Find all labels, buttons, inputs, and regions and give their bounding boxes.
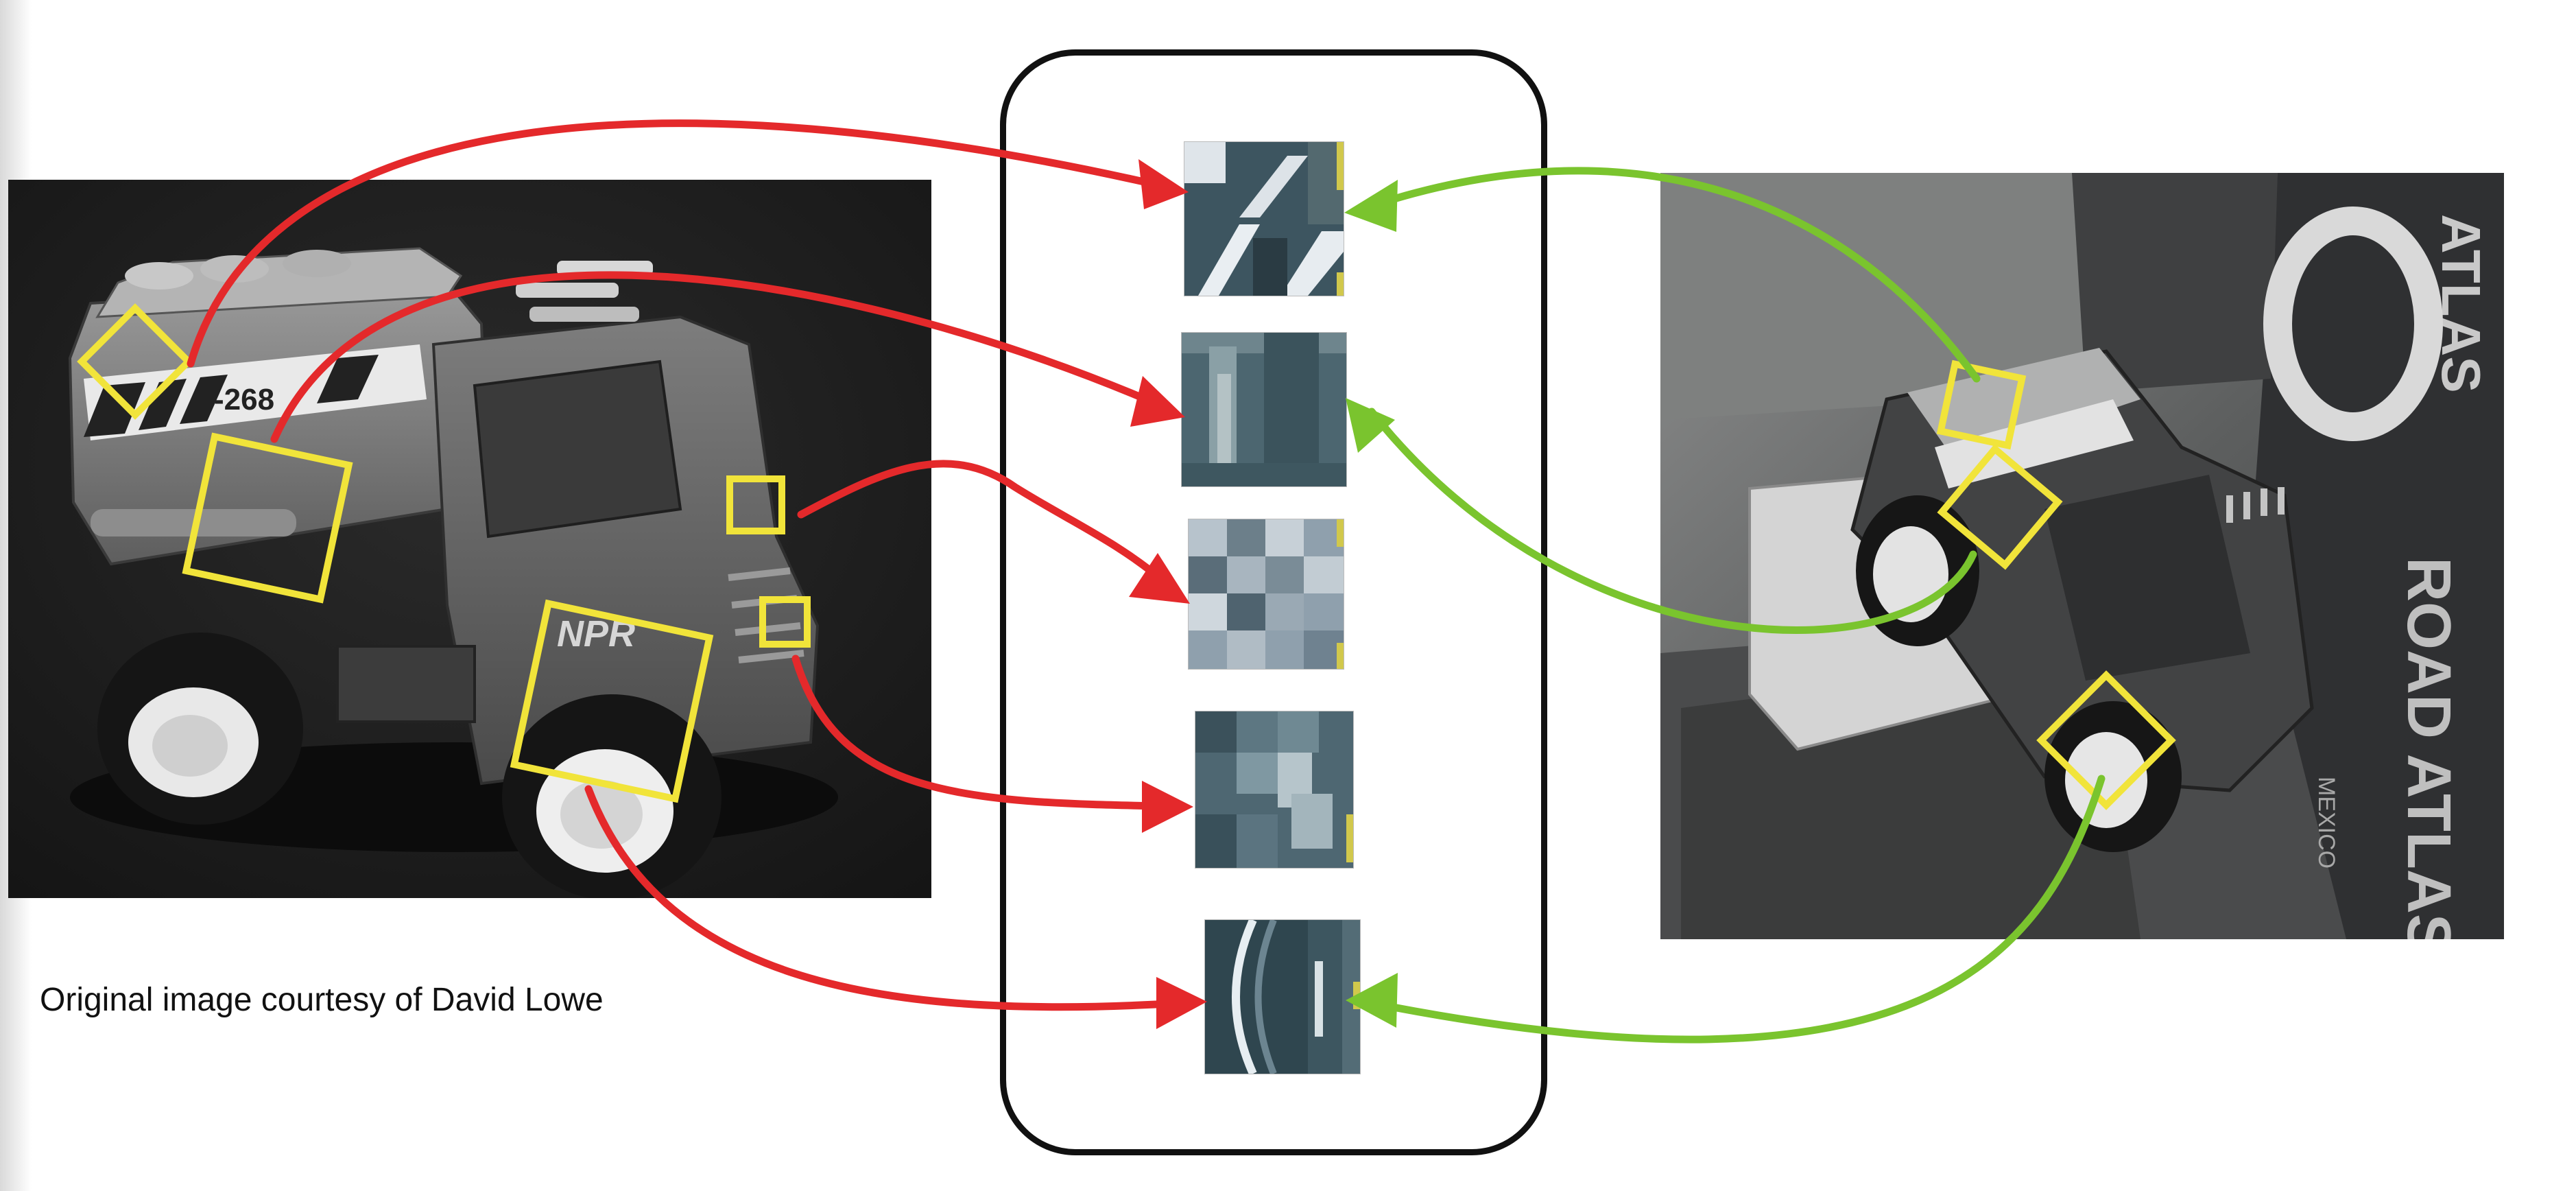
match-arrow-left-2 (270, 271, 1163, 443)
arrowhead-green-3 (1346, 973, 1398, 1028)
match-arrow-left-3 (797, 460, 1170, 587)
patch-3 (1188, 519, 1344, 670)
match-arrow-right-2 (1368, 408, 1977, 635)
patch-1 (1184, 141, 1344, 296)
arrowhead-red-3 (1129, 553, 1190, 604)
match-arrow-left-4 (791, 655, 1170, 810)
right-scene-photo: ATLAS ROAD ATLAS MEXICO (1660, 173, 2504, 939)
match-arrow-left-5 (584, 785, 1184, 1011)
left-truck-illustration: -268 NPR (8, 180, 931, 898)
svg-text:-268: -268 (214, 383, 274, 416)
patch-5 (1204, 919, 1361, 1074)
patch-4 (1195, 711, 1354, 869)
matched-patches-frame (1000, 49, 1547, 1155)
image-credit-caption: Original image courtesy of David Lowe (40, 982, 604, 1018)
right-scene-illustration: ATLAS ROAD ATLAS MEXICO (1660, 173, 2504, 939)
svg-text:MEXICO: MEXICO (2313, 777, 2339, 869)
arrowhead-red-5 (1156, 977, 1207, 1029)
patch-2 (1181, 332, 1347, 487)
arrowhead-red-1 (1138, 159, 1189, 209)
arrowhead-red-4 (1142, 781, 1193, 833)
match-arrow-left-1 (187, 119, 1163, 368)
left-truck-photo: -268 NPR (8, 180, 931, 898)
match-arrow-right-1 (1368, 167, 1981, 383)
arrowhead-green-2 (1346, 398, 1395, 453)
svg-text:ROAD ATLAS: ROAD ATLAS (2394, 557, 2463, 939)
arrowhead-red-2 (1130, 376, 1185, 427)
match-arrow-right-3 (1368, 775, 2106, 1043)
arrowhead-green-1 (1344, 180, 1398, 232)
